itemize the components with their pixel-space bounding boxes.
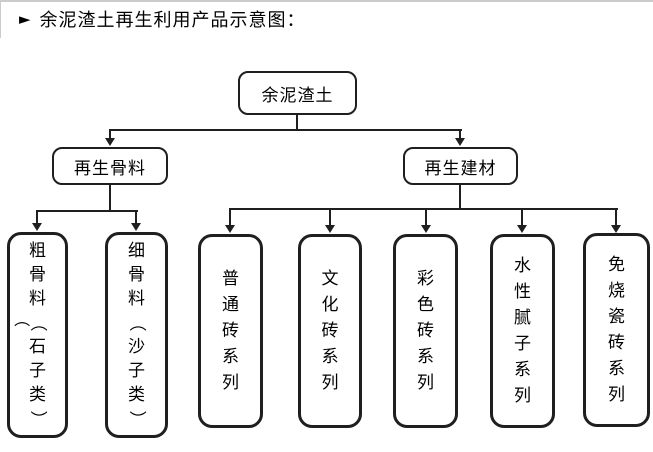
connector-drop-water-putty [521, 208, 523, 225]
node-recycled-building-materials: 再生建材 [403, 147, 518, 185]
connector-aggregate-stub [109, 185, 111, 212]
connector-drop-unfired-tile [615, 208, 617, 225]
leaf-culture-brick: 文化砖系列 [298, 234, 362, 428]
arrow-down-icon [325, 225, 335, 233]
arrow-down-icon [517, 225, 527, 233]
node-root-label: 余泥渣土 [261, 85, 334, 106]
page-title: ► 余泥渣土再生利用产品示意图： [19, 6, 306, 32]
connector-drop-building [459, 129, 461, 139]
arrow-down-icon [611, 225, 621, 233]
node-recycled-aggregate: 再生骨料 [52, 147, 168, 185]
connector-level1-horizontal [109, 129, 462, 131]
leaf-ordinary-brick: 普通砖系列 [198, 234, 263, 428]
connector-building-horizontal [229, 208, 618, 210]
node-root: 余泥渣土 [238, 71, 357, 115]
connector-drop-ordinary-brick [229, 208, 231, 225]
leaf-water-putty: 水性腻子系列 [490, 234, 555, 428]
arrow-down-icon [131, 223, 141, 231]
arrow-down-icon [421, 225, 431, 233]
arrow-down-icon [225, 225, 235, 233]
page-title-text: 余泥渣土再生利用产品示意图： [39, 10, 306, 31]
connector-aggregate-horizontal [36, 210, 138, 212]
node-recycled-aggregate-label: 再生骨料 [74, 158, 146, 179]
connector-root-stub [296, 115, 298, 130]
leaf-unfired-tile: 免烧瓷砖系列 [583, 233, 650, 427]
arrow-down-icon [105, 138, 115, 146]
connector-drop-culture-brick [329, 208, 331, 225]
connector-drop-aggregate [109, 129, 111, 139]
connector-building-stub [459, 185, 461, 210]
leaf-coarse-aggregate: （ 粗骨料（石子类） [7, 232, 68, 438]
connector-drop-fine [135, 210, 137, 224]
arrow-down-icon [32, 223, 42, 231]
connector-drop-colored-brick [425, 208, 427, 225]
arrow-down-icon [455, 138, 465, 146]
leaf-colored-brick: 彩色砖系列 [393, 234, 458, 428]
node-recycled-building-materials-label: 再生建材 [424, 158, 497, 179]
leaf-fine-aggregate: 细骨料（沙子类） [105, 232, 168, 438]
page-top-border [0, 0, 653, 2]
connector-drop-coarse [36, 210, 38, 224]
page-left-border [0, 0, 1, 38]
bullet-icon: ► [19, 9, 31, 28]
